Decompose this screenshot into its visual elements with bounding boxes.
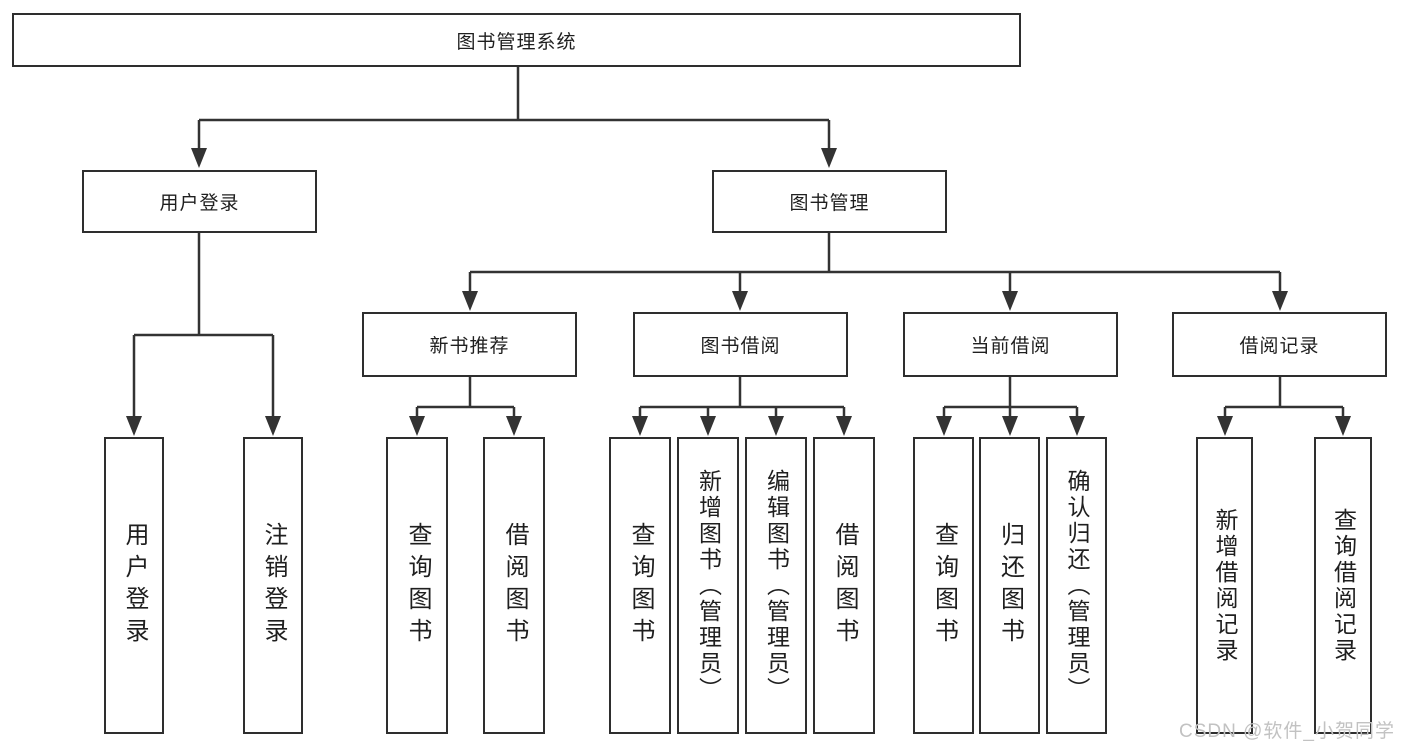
node-label: 图书管理 — [789, 193, 870, 214]
node-label: 新增借阅记录 — [1212, 507, 1238, 664]
node-borrowing-records: 借阅记录 — [1172, 312, 1387, 377]
node-label: 归还图书 — [996, 521, 1024, 650]
node-label: 借阅记录 — [1239, 336, 1320, 357]
csdn-watermark: CSDN @软件_小贺同学 — [1179, 721, 1395, 742]
node-label: 查询图书 — [627, 521, 654, 650]
node-library-system: 图书管理系统 — [12, 13, 1021, 67]
node-query-books-current: 查询图书 — [913, 437, 974, 734]
node-confirm-return-admin: 确认归还（管理员） — [1046, 437, 1107, 734]
node-current-borrowing: 当前借阅 — [903, 312, 1118, 377]
node-user-login: 用户登录 — [104, 437, 164, 734]
node-book-management: 图书管理 — [712, 170, 947, 233]
node-label: 图书管理系统 — [456, 31, 577, 53]
node-label: 查询图书 — [404, 521, 431, 650]
node-add-books-admin: 新增图书（管理员） — [677, 437, 739, 734]
node-label: 借阅图书 — [831, 521, 858, 650]
node-label: 查询图书 — [930, 521, 958, 650]
node-label: 确认归还（管理员） — [1064, 468, 1090, 703]
node-edit-books-admin: 编辑图书（管理员） — [745, 437, 807, 734]
node-label: 用户登录 — [121, 521, 148, 650]
node-label: 新增图书（管理员） — [695, 468, 722, 703]
node-query-borrow-record: 查询借阅记录 — [1314, 437, 1372, 734]
node-borrow-books-recommend: 借阅图书 — [483, 437, 545, 734]
node-label: 编辑图书（管理员） — [763, 468, 790, 703]
node-label: 图书借阅 — [700, 336, 781, 357]
node-label: 新书推荐 — [429, 336, 510, 357]
node-label: 借阅图书 — [501, 521, 528, 650]
node-label: 用户登录 — [159, 193, 240, 214]
node-add-borrow-record: 新增借阅记录 — [1196, 437, 1253, 734]
node-book-borrowing: 图书借阅 — [633, 312, 848, 377]
node-query-books-recommend: 查询图书 — [386, 437, 448, 734]
node-label: 当前借阅 — [970, 336, 1051, 357]
node-query-books-borrowing: 查询图书 — [609, 437, 671, 734]
node-return-books: 归还图书 — [979, 437, 1040, 734]
node-new-book-recommend: 新书推荐 — [362, 312, 577, 377]
node-label: 注销登录 — [260, 521, 287, 650]
node-user-login-group: 用户登录 — [82, 170, 317, 233]
node-borrow-books-borrowing: 借阅图书 — [813, 437, 875, 734]
node-label: 查询借阅记录 — [1330, 507, 1357, 664]
node-logout: 注销登录 — [243, 437, 303, 734]
